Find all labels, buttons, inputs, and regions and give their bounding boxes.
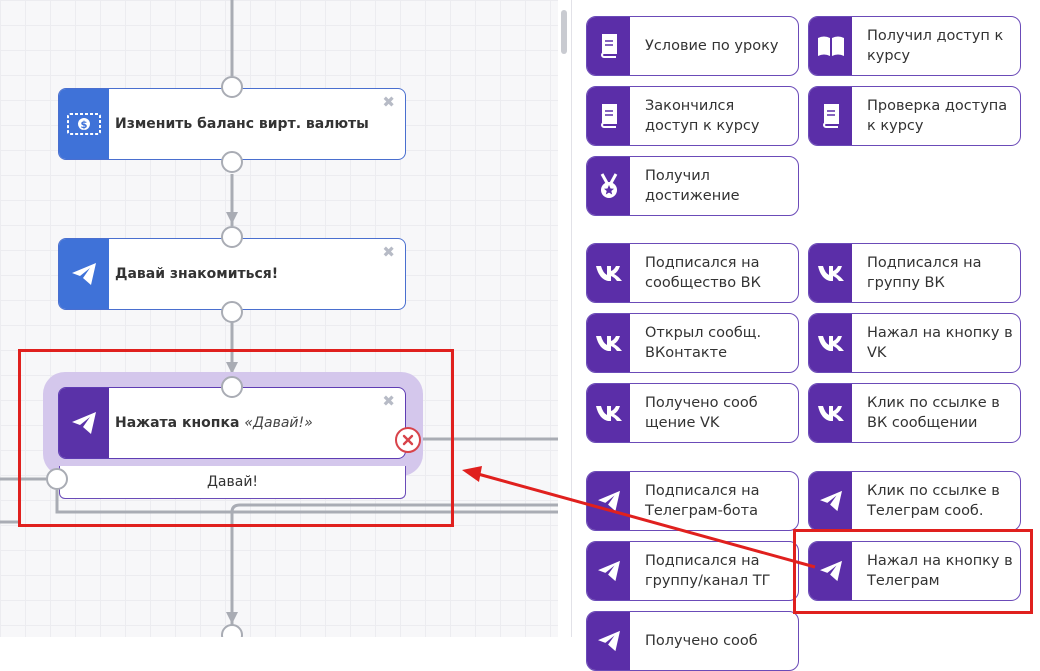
palette-card-got-course-access[interactable]: Получил доступ к курсу — [808, 16, 1021, 76]
telegram-icon — [59, 239, 109, 309]
flow-canvas[interactable]: $ Изменить баланс вирт. валюты ✖ Давай з… — [0, 0, 558, 637]
delete-connection-icon[interactable] — [395, 427, 421, 453]
node-button-option[interactable]: Давай! — [59, 466, 406, 499]
telegram-icon — [809, 542, 852, 600]
close-icon[interactable]: ✖ — [382, 392, 395, 410]
card-label: Открыл сообщ. ВКонтакте — [645, 325, 762, 361]
card-label: Подписался на сообщество ВК — [645, 255, 761, 291]
flow-node-button-pressed[interactable]: Нажата кнопка «Давай!» ✖ — [58, 387, 406, 459]
canvas-scrollbar[interactable] — [561, 10, 567, 54]
card-label: Подписался на группу ВК — [867, 255, 982, 291]
svg-text:$: $ — [81, 120, 88, 131]
annotation-arrow — [462, 466, 816, 569]
card-label: Проверка доступа к курсу — [867, 98, 1008, 134]
flow-connections — [0, 0, 558, 630]
telegram-icon — [59, 388, 109, 458]
panel-divider — [571, 0, 572, 637]
flow-node-change-balance[interactable]: $ Изменить баланс вирт. валюты ✖ — [58, 88, 406, 160]
node-label: Давай знакомиться! — [115, 266, 279, 282]
telegram-icon — [587, 472, 630, 530]
card-label: Нажал на кнопку в Телеграм — [867, 553, 1013, 589]
palette-card-vk-subscribed-community[interactable]: Подписался на сообщество ВК — [586, 243, 799, 303]
arrow-head-2 — [226, 362, 238, 374]
vk-icon — [809, 244, 852, 302]
telegram-icon — [809, 472, 852, 530]
palette-card-lesson-condition[interactable]: Условие по уроку — [586, 16, 799, 76]
highlight-box-card — [793, 529, 1033, 614]
arrow-head-1 — [226, 212, 238, 224]
close-icon[interactable]: ✖ — [382, 243, 395, 261]
money-icon: $ — [59, 89, 109, 159]
flow-node-lets-meet[interactable]: Давай знакомиться! ✖ — [58, 238, 406, 310]
node-input-port[interactable] — [221, 76, 243, 98]
palette-card-vk-button-pressed[interactable]: Нажал на кнопку в VK — [808, 313, 1021, 373]
node-output-port[interactable] — [221, 151, 243, 173]
palette-card-tg-button-pressed[interactable]: Нажал на кнопку в Телеграм — [808, 541, 1021, 601]
vk-icon — [587, 384, 630, 442]
card-label: Получил достижение — [645, 168, 740, 204]
telegram-icon — [587, 542, 630, 600]
palette-card-vk-link-click[interactable]: Клик по ссылке в ВК сообщении — [808, 383, 1021, 443]
vk-icon — [809, 384, 852, 442]
node-output-port[interactable] — [221, 301, 243, 323]
palette-card-got-achievement[interactable]: Получил достижение — [586, 156, 799, 216]
close-icon[interactable]: ✖ — [382, 93, 395, 111]
card-label: Подписался на группу/канал ТГ — [645, 553, 771, 589]
highlight-box-node — [18, 349, 454, 527]
vk-icon — [587, 244, 630, 302]
palette-card-check-course-access[interactable]: Проверка доступа к курсу — [808, 86, 1021, 146]
node-label-main: Нажата кнопка — [115, 415, 240, 431]
open-book-icon — [809, 17, 852, 75]
vk-icon — [809, 314, 852, 372]
book-icon — [809, 87, 852, 145]
card-label: Подписался на Телеграм-бота — [645, 483, 760, 519]
arrow-head-3 — [226, 612, 238, 624]
node-input-port[interactable] — [221, 376, 243, 398]
palette-card-vk-message-received[interactable]: Получено сооб щение VK — [586, 383, 799, 443]
palette-card-vk-subscribed-group[interactable]: Подписался на группу ВК — [808, 243, 1021, 303]
wire-loop — [230, 503, 558, 630]
vk-icon — [587, 314, 630, 372]
medal-icon — [587, 157, 630, 215]
palette-card-course-access-ended[interactable]: Закончился доступ к курсу — [586, 86, 799, 146]
option-output-port[interactable] — [46, 468, 68, 490]
node-input-port[interactable] — [221, 624, 243, 637]
node-label-quote: «Давай!» — [244, 415, 313, 431]
palette-card-tg-subscribed-channel[interactable]: Подписался на группу/канал ТГ — [586, 541, 799, 601]
book-icon — [587, 17, 630, 75]
card-label: Клик по ссылке в ВК сообщении — [867, 395, 1000, 431]
palette-card-tg-subscribed-bot[interactable]: Подписался на Телеграм-бота — [586, 471, 799, 531]
node-input-port[interactable] — [221, 226, 243, 248]
node-label: Нажата кнопка «Давай!» — [109, 388, 405, 458]
card-label: Получил доступ к курсу — [867, 28, 1004, 64]
card-label: Условие по уроку — [645, 38, 779, 54]
book-icon — [587, 87, 630, 145]
card-label: Нажал на кнопку в VK — [867, 325, 1013, 361]
palette-card-vk-opened-messages[interactable]: Открыл сообщ. ВКонтакте — [586, 313, 799, 373]
wire-option-out — [55, 490, 558, 514]
card-label: Закончился доступ к курсу — [645, 98, 760, 134]
node-label: Изменить баланс вирт. валюты — [115, 116, 369, 132]
card-label: Клик по ссылке в Телеграм сооб. — [867, 483, 1000, 519]
card-label: Получено сооб щение VK — [645, 395, 758, 431]
